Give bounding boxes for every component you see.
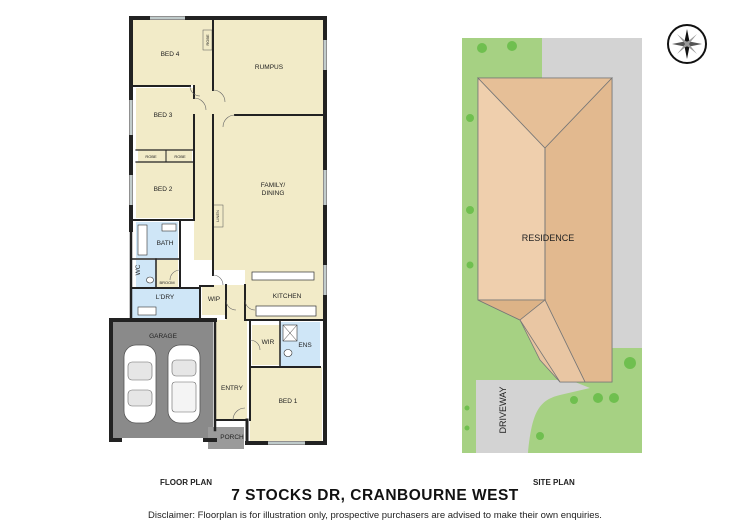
- label-rumpus: RUMPUS: [255, 64, 284, 71]
- fixtures: [137, 223, 317, 357]
- label-bed3: BED 3: [154, 112, 173, 119]
- hall2-fill: [226, 285, 245, 320]
- label-ens: ENS: [298, 342, 312, 349]
- family-fill: [213, 115, 323, 270]
- kitchen-island: [251, 271, 315, 281]
- label-ldry: L'DRY: [156, 294, 175, 301]
- label-garage: GARAGE: [149, 333, 177, 340]
- label-linen: LINEN: [215, 210, 220, 222]
- entry-fill: [215, 320, 247, 420]
- hall-fill: [194, 85, 213, 260]
- car-left: [123, 344, 157, 424]
- disclaimer-text: Disclaimer: Floorplan is for illustratio…: [148, 510, 602, 521]
- label-wip: WIP: [208, 296, 220, 303]
- label-family-line1: FAMILY/: [261, 182, 286, 189]
- ldry-tub: [137, 306, 157, 316]
- label-family-line2: DINING: [262, 190, 285, 197]
- bath-vanity: [161, 223, 177, 232]
- bath-tub: [137, 224, 148, 256]
- kitchen-bench: [255, 305, 317, 317]
- broom-fill: [156, 260, 178, 288]
- doors: [169, 85, 261, 421]
- label-porch: PORCH: [220, 434, 244, 441]
- rumpus-fill: [213, 20, 323, 115]
- label-entry: ENTRY: [221, 385, 244, 392]
- wir-fill: [252, 325, 280, 365]
- label-kitchen: KITCHEN: [273, 293, 302, 300]
- label-robe-bed2: ROBE: [174, 154, 186, 159]
- label-wir: WIR: [262, 339, 275, 346]
- bed1-fill: [250, 367, 322, 442]
- ens-toilet: [283, 349, 293, 357]
- robe-bed3-fill: [138, 150, 192, 162]
- room-fills: [113, 20, 323, 449]
- label-robe-bed3: ROBE: [145, 154, 157, 159]
- room-labels: BED 4 RUMPUS BED 3 BED 2 FAMILY/ DINING …: [135, 34, 312, 441]
- label-bath: BATH: [157, 240, 174, 247]
- bed4-fill: [133, 20, 213, 85]
- car-right: [167, 344, 201, 424]
- bed2-fill: [136, 162, 194, 218]
- floor-plan-caption: FLOOR PLAN: [160, 478, 212, 487]
- windows: [129, 16, 327, 445]
- wip-fill: [202, 285, 226, 315]
- label-broom: BROOM: [159, 280, 174, 285]
- label-wc: WC: [135, 264, 142, 275]
- label-bed2: BED 2: [154, 186, 173, 193]
- label-bed1: BED 1: [279, 398, 298, 405]
- wc-toilet: [146, 276, 154, 284]
- garage-cars: [123, 344, 201, 424]
- porch-fill: [208, 427, 244, 449]
- bed3-fill: [136, 88, 194, 150]
- property-address: 7 STOCKS DR, CRANBOURNE WEST: [231, 487, 519, 504]
- site-plan-caption: SITE PLAN: [533, 478, 575, 487]
- label-robe-bed4: ROBE: [205, 34, 210, 46]
- label-bed4: BED 4: [161, 51, 180, 58]
